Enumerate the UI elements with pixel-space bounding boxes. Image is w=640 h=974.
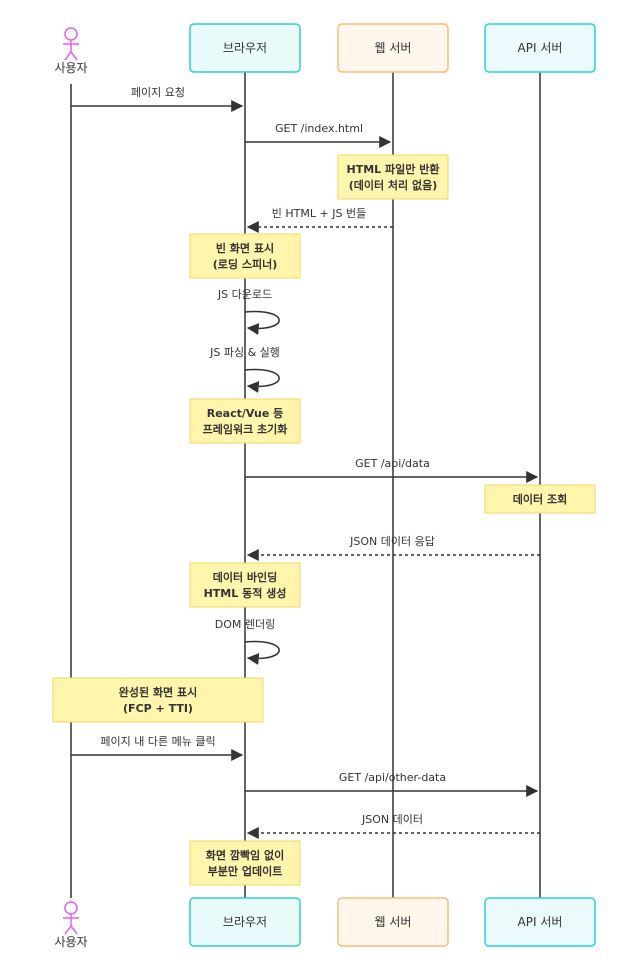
actor-label: 사용자 xyxy=(54,935,87,949)
participant-label: 웹 서버 xyxy=(375,915,412,929)
step-message: GET /api/other-data xyxy=(245,771,539,797)
participant-user-bottom: 사용자 xyxy=(54,901,88,949)
message-label: 페이지 내 다른 메뉴 클릭 xyxy=(100,735,215,748)
step-message: GET /index.html xyxy=(245,122,392,148)
participants-bottom: 사용자 브라우저 웹 서버 API 서버 xyxy=(54,897,596,949)
participant-api-bottom: API 서버 xyxy=(484,897,596,947)
step-message: 페이지 내 다른 메뉴 클릭 xyxy=(71,735,244,761)
self-message-arrow xyxy=(244,640,280,665)
message-label: JSON 데이터 xyxy=(361,813,423,826)
participant-label: 브라우저 xyxy=(223,41,267,55)
note-text: 데이터 조회 xyxy=(513,492,567,506)
participant-label: 웹 서버 xyxy=(375,41,412,55)
step-self: JS 파싱 & 실행 xyxy=(209,346,280,393)
lifelines xyxy=(70,72,541,898)
step-note: 빈 화면 표시 (로딩 스피너) xyxy=(189,233,301,279)
participant-box xyxy=(484,897,596,947)
participant-label: API 서버 xyxy=(518,41,563,55)
message-label: 빈 HTML + JS 번들 xyxy=(272,207,366,220)
note-box xyxy=(189,398,301,444)
step-message: GET /api/data xyxy=(245,457,539,483)
actor-icon xyxy=(63,901,79,935)
participant-user-top: 사용자 xyxy=(54,27,88,75)
participant-web-top: 웹 서버 xyxy=(337,23,449,73)
note-box xyxy=(189,233,301,279)
participant-label: 브라우저 xyxy=(223,915,267,929)
self-message-arrow xyxy=(244,310,280,335)
step-message: JSON 데이터 xyxy=(246,813,540,839)
note-text: 데이터 바인딩 xyxy=(213,570,278,584)
participants-top: 사용자 브라우저 웹 서버 API 서버 xyxy=(54,23,596,75)
note-text: 완성된 화면 표시 xyxy=(119,685,198,699)
participant-api-top: API 서버 xyxy=(484,23,596,73)
actor-label: 사용자 xyxy=(54,61,87,75)
participant-browser-top: 브라우저 xyxy=(189,23,301,73)
note-text: (데이터 처리 없음) xyxy=(349,178,438,192)
self-message-arrow xyxy=(244,368,280,393)
message-label: GET /index.html xyxy=(275,122,363,135)
participant-box xyxy=(189,897,301,947)
participant-browser-bottom: 브라우저 xyxy=(189,897,301,947)
step-self: JS 다운로드 xyxy=(217,288,280,335)
participant-box xyxy=(337,23,449,73)
note-text: (로딩 스피너) xyxy=(213,257,277,271)
note-text: HTML 동적 생성 xyxy=(204,586,287,600)
note-text: 프레임워크 초기화 xyxy=(203,422,288,436)
message-label: GET /api/other-data xyxy=(339,771,446,784)
step-message: JSON 데이터 응답 xyxy=(246,535,540,561)
note-box xyxy=(189,840,301,886)
message-label: 페이지 요청 xyxy=(131,86,185,99)
participant-label: API 서버 xyxy=(518,915,563,929)
note-box xyxy=(337,154,449,200)
participant-box xyxy=(189,23,301,73)
note-text: HTML 파일만 반환 xyxy=(347,162,440,176)
message-label: GET /api/data xyxy=(355,457,430,470)
actor-icon xyxy=(63,27,79,61)
note-text: (FCP + TTI) xyxy=(123,702,193,715)
participant-box xyxy=(337,897,449,947)
step-message: 빈 HTML + JS 번들 xyxy=(246,207,393,233)
note-text: 부분만 업데이트 xyxy=(208,864,283,878)
self-message-label: JS 파싱 & 실행 xyxy=(209,346,280,359)
step-note: 데이터 바인딩 HTML 동적 생성 xyxy=(189,562,301,608)
step-note: 데이터 조회 xyxy=(484,484,596,514)
note-box xyxy=(52,677,264,723)
step-message: 페이지 요청 xyxy=(71,86,244,112)
self-message-label: DOM 렌더링 xyxy=(215,618,275,631)
step-note: HTML 파일만 반환 (데이터 처리 없음) xyxy=(337,154,449,200)
note-text: 빈 화면 표시 xyxy=(216,241,274,255)
self-message-label: JS 다운로드 xyxy=(217,288,272,301)
note-text: 화면 깜빡임 없이 xyxy=(206,848,285,862)
step-note: 완성된 화면 표시 (FCP + TTI) xyxy=(52,677,264,723)
note-box xyxy=(189,562,301,608)
participant-box xyxy=(484,23,596,73)
step-self: DOM 렌더링 xyxy=(215,618,280,665)
note-box xyxy=(484,484,596,514)
note-text: React/Vue 등 xyxy=(207,407,284,420)
message-label: JSON 데이터 응답 xyxy=(349,535,435,548)
participant-web-bottom: 웹 서버 xyxy=(337,897,449,947)
